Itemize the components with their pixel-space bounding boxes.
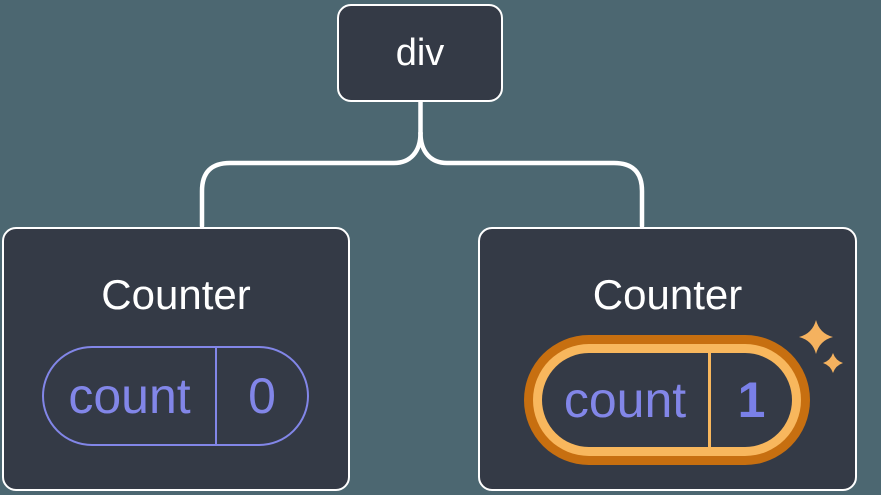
connector-branch-left — [199, 130, 423, 229]
state-pill: count 0 — [42, 346, 309, 446]
state-key-label: count — [563, 372, 687, 428]
component-card-counter-left: Counter count 0 — [2, 227, 350, 491]
state-value: 1 — [708, 353, 792, 447]
state-key-label: count — [68, 368, 191, 424]
highlight-ring: count 1 — [533, 344, 801, 456]
state-pill: count 1 — [542, 353, 792, 447]
component-title: Counter — [101, 271, 251, 318]
root-node-label: div — [395, 31, 445, 74]
root-node: div — [337, 4, 503, 102]
state-value: 0 — [215, 348, 307, 444]
component-title: Counter — [592, 271, 743, 318]
highlighted-state-pill: count 1 — [524, 335, 810, 465]
connector-branch-right — [418, 130, 645, 229]
component-card-counter-right: Counter count 1 — [478, 227, 857, 491]
